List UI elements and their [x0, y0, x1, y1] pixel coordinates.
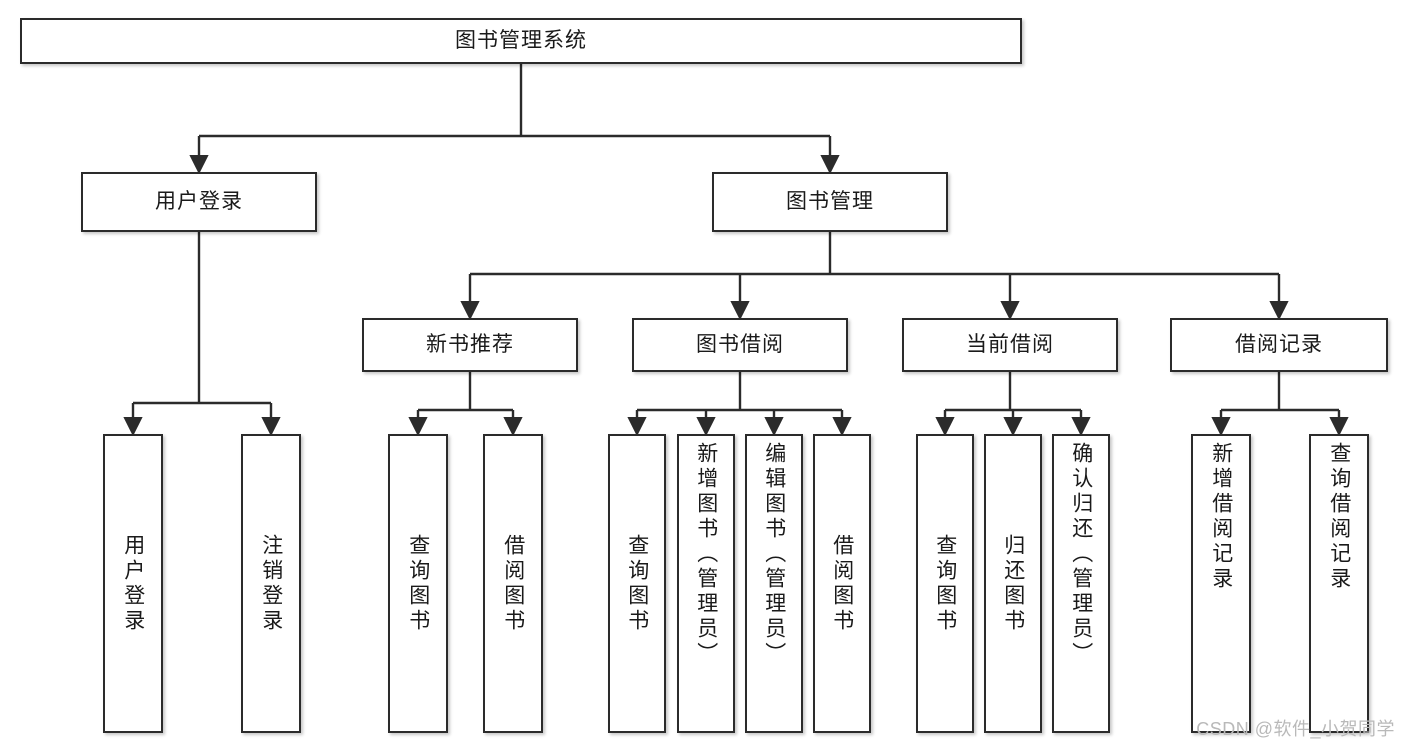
node-label: 借阅图书: [501, 533, 525, 634]
node-leaf-add-borrow-record[interactable]: 新增借阅记录: [1191, 434, 1251, 733]
node-label: 查询借阅记录: [1327, 442, 1351, 592]
node-label: 用户登录: [155, 190, 243, 214]
node-leaf-logout[interactable]: 注销登录: [241, 434, 301, 733]
node-root[interactable]: 图书管理系统: [20, 18, 1022, 64]
node-label: 查询图书: [933, 533, 957, 634]
node-label: 归还图书: [1001, 533, 1025, 634]
node-label: 当前借阅: [966, 333, 1054, 357]
node-user-login[interactable]: 用户登录: [81, 172, 317, 232]
node-label: 确认归还（管理员）: [1069, 442, 1093, 667]
node-borrow-record[interactable]: 借阅记录: [1170, 318, 1388, 372]
node-label: 借阅记录: [1235, 333, 1323, 357]
node-leaf-query-book-2[interactable]: 查询图书: [608, 434, 666, 733]
node-label: 图书借阅: [696, 333, 784, 357]
node-leaf-return-book[interactable]: 归还图书: [984, 434, 1042, 733]
node-book-manage[interactable]: 图书管理: [712, 172, 948, 232]
node-current-borrow[interactable]: 当前借阅: [902, 318, 1118, 372]
node-leaf-add-book-admin[interactable]: 新增图书（管理员）: [677, 434, 735, 733]
node-label: 图书管理: [786, 190, 874, 214]
node-label: 编辑图书（管理员）: [762, 442, 786, 667]
node-book-borrow[interactable]: 图书借阅: [632, 318, 848, 372]
node-new-book-recommend[interactable]: 新书推荐: [362, 318, 578, 372]
node-leaf-edit-book-admin[interactable]: 编辑图书（管理员）: [745, 434, 803, 733]
node-label: 图书管理系统: [455, 29, 587, 53]
node-label: 新增图书（管理员）: [694, 442, 718, 667]
node-leaf-query-borrow-record[interactable]: 查询借阅记录: [1309, 434, 1369, 733]
node-label: 新书推荐: [426, 333, 514, 357]
node-label: 注销登录: [259, 533, 283, 634]
node-label: 借阅图书: [830, 533, 854, 634]
node-leaf-confirm-return-admin[interactable]: 确认归还（管理员）: [1052, 434, 1110, 733]
node-label: 查询图书: [625, 533, 649, 634]
node-label: 查询图书: [406, 533, 430, 634]
node-leaf-query-book-1[interactable]: 查询图书: [388, 434, 448, 733]
node-leaf-query-book-3[interactable]: 查询图书: [916, 434, 974, 733]
node-label: 新增借阅记录: [1209, 442, 1233, 592]
node-leaf-borrow-book-2[interactable]: 借阅图书: [813, 434, 871, 733]
node-leaf-user-login[interactable]: 用户登录: [103, 434, 163, 733]
node-label: 用户登录: [121, 533, 145, 634]
watermark-text: CSDN @软件_小贺同学: [1196, 719, 1395, 739]
node-leaf-borrow-book-1[interactable]: 借阅图书: [483, 434, 543, 733]
